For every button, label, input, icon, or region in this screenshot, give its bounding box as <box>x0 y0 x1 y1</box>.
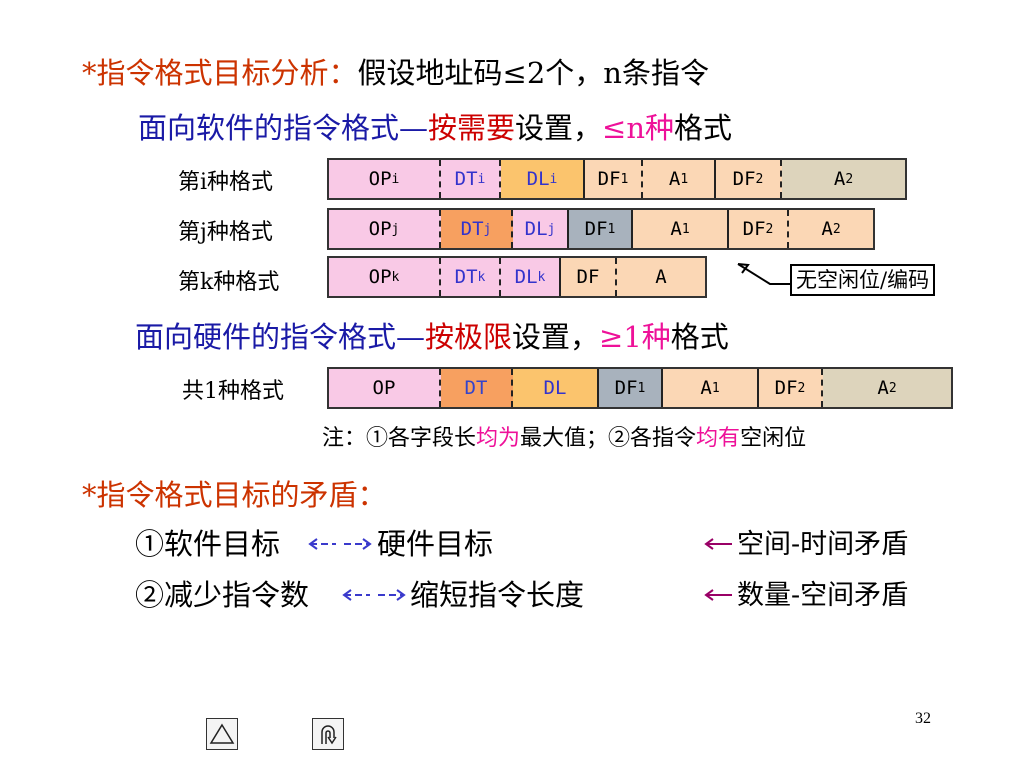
page-number: 32 <box>915 710 931 727</box>
contradiction-2-right: 缩短指令长度 <box>410 578 585 612</box>
hardware-format-b: 按极限 <box>425 320 513 354</box>
nav-home-button[interactable] <box>206 718 238 750</box>
contradiction-2-result: 数量-空间矛盾 <box>737 580 909 611</box>
software-format-line: 面向软件的指令格式—按需要设置，≤n种格式 <box>138 111 732 145</box>
nav-return-button[interactable] <box>312 718 344 750</box>
software-format-a: 面向软件的指令格式— <box>138 111 429 145</box>
hw-format-op: OP <box>329 369 441 407</box>
hardware-format-line: 面向硬件的指令格式—按极限设置，≥1种格式 <box>135 320 729 354</box>
hardware-format-d: ≥1种 <box>599 320 671 354</box>
hardware-format-e: 格式 <box>670 320 729 354</box>
double-arrow-icon <box>342 589 406 601</box>
heading-analysis: *指令格式目标分析：假设地址码≤2个，n条指令 <box>82 56 709 90</box>
hw-format-dl: DL <box>513 369 599 407</box>
hardware-format-c: 设置， <box>512 320 600 354</box>
left-arrow-icon <box>704 589 732 601</box>
format-k-label: 第k种格式 <box>178 270 280 295</box>
software-format-b: 按需要 <box>428 111 516 145</box>
contradiction-1-result: 空间-时间矛盾 <box>737 529 909 560</box>
contradiction-2-left: ②减少指令数 <box>135 578 310 612</box>
software-format-e: 格式 <box>674 111 733 145</box>
software-format-d: ≤n种 <box>602 111 675 145</box>
format-k-df: DF <box>561 258 617 296</box>
note-d: 均有 <box>696 426 741 451</box>
hw-format-dt: DT <box>441 369 513 407</box>
left-arrow-icon <box>704 538 732 550</box>
format-k-a: A <box>617 258 705 296</box>
callout-arrow-icon <box>737 263 790 285</box>
hw-format-label: 共1种格式 <box>182 379 284 404</box>
note-line: 注：①各字段长均为最大值；②各指令均有空闲位 <box>322 425 806 453</box>
note-e: 空闲位 <box>740 426 807 451</box>
heading-analysis-rest: 假设地址码≤2个，n条指令 <box>357 56 709 90</box>
callout-box: 无空闲位/编码 <box>790 264 936 296</box>
format-i-label: 第i种格式 <box>178 170 274 195</box>
double-arrow-icon <box>308 538 372 550</box>
heading-contradictions: *指令格式目标的矛盾： <box>82 478 387 512</box>
note-b: 均为 <box>476 426 521 451</box>
software-format-c: 设置， <box>515 111 603 145</box>
hardware-format-a: 面向硬件的指令格式— <box>135 320 426 354</box>
triangle-up-icon <box>209 723 235 744</box>
return-arrow-icon <box>321 725 337 745</box>
heading-analysis-prefix: *指令格式目标分析： <box>82 56 358 90</box>
contradiction-1-left: ①软件目标 <box>135 527 281 561</box>
note-c: 最大值；②各指令 <box>520 426 697 451</box>
contradiction-1-right: 硬件目标 <box>377 527 494 561</box>
format-j-label: 第j种格式 <box>178 220 273 245</box>
note-a: 注：①各字段长 <box>322 426 477 451</box>
